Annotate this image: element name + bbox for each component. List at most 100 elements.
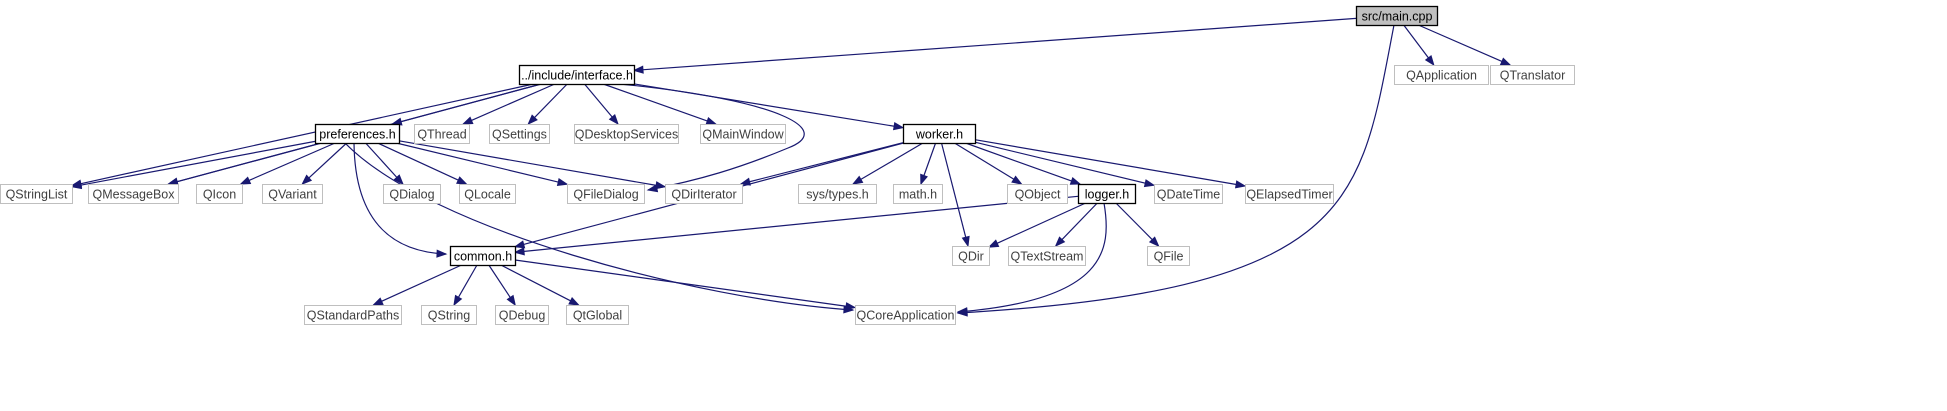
edge-line [619, 83, 805, 191]
edge-line [859, 142, 924, 181]
edge-arrowhead [956, 307, 968, 316]
edge-line [641, 17, 1357, 71]
node-label: QDesktopServices [575, 127, 679, 141]
node-qstring: QString [421, 305, 477, 325]
edge-line [247, 142, 336, 182]
edge-arrowhead [1143, 179, 1156, 188]
node-common[interactable]: common.h [449, 245, 517, 267]
node-label: QStandardPaths [307, 308, 399, 322]
node-box [1147, 246, 1190, 266]
edge-line [954, 142, 1016, 181]
node-box [855, 305, 956, 325]
node-label: ../include/interface.h [521, 68, 633, 82]
node-label: QCoreApplication [857, 308, 955, 322]
edge-logger-to-qtextstream [1054, 202, 1098, 248]
edge-interface-to-qthread [461, 83, 556, 125]
node-box [196, 184, 243, 204]
node-box [459, 184, 516, 204]
node-qdebug: QDebug [495, 305, 549, 325]
edge-arrowhead [527, 114, 538, 126]
edge-preferences-to-qfiledialog [396, 142, 569, 186]
edge-arrowhead [372, 297, 384, 306]
edge-line [79, 140, 316, 186]
edge-logger-to-qfile [1115, 202, 1160, 247]
edge-arrowhead [568, 297, 580, 306]
edge-line [307, 142, 348, 180]
edge-preferences-to-qvariant [301, 142, 348, 185]
edge-preferences-to-qlocale [377, 142, 468, 185]
node-worker[interactable]: worker.h [902, 123, 977, 145]
edge-arrowhead [453, 294, 463, 307]
node-box [414, 124, 470, 144]
edge-line [748, 142, 904, 183]
node-box [700, 124, 786, 144]
node-qtextstream: QTextStream [1008, 246, 1086, 266]
edge-worker-to-qelapsedtimer [974, 139, 1247, 189]
node-qmessagebox: QMessageBox [88, 184, 179, 204]
node-label: QtGlobal [573, 308, 622, 322]
node-label: common.h [454, 249, 512, 263]
edge-line [488, 264, 512, 299]
edge-arrowhead [739, 177, 751, 186]
node-qfile: QFile [1147, 246, 1190, 266]
edge-preferences-to-qstringlist [70, 140, 316, 190]
node-main[interactable]: src/main.cpp [1355, 5, 1439, 27]
node-systypes: sys/types.h [798, 184, 877, 204]
edge-preferences-to-qcoreapplication [344, 142, 855, 314]
edge-interface-to-qmainwindow [602, 83, 718, 125]
node-qapplication: QApplication [1394, 65, 1489, 85]
edge-arrowhead [851, 175, 864, 185]
node-box [1490, 65, 1575, 85]
node-label: QDateTime [1157, 187, 1220, 201]
node-qtglobal: QtGlobal [566, 305, 629, 325]
edge-worker-to-qdiriterator [739, 142, 904, 186]
node-label: QString [428, 308, 470, 322]
edge-arrowhead [1148, 236, 1160, 247]
node-box [1394, 65, 1489, 85]
edge-arrowhead [1424, 54, 1435, 67]
node-qdiriterator: QDirIterator [665, 184, 743, 204]
edge-line [365, 142, 398, 179]
node-label: QLocale [464, 187, 511, 201]
edge-arrowhead [632, 65, 644, 74]
edge-arrowhead [506, 294, 516, 307]
node-box [262, 184, 323, 204]
edge-line [974, 141, 1147, 184]
edge-arrowhead [705, 116, 718, 125]
edge-arrowhead [1234, 180, 1247, 189]
node-box [893, 184, 943, 204]
edge-arrowhead [1069, 176, 1082, 185]
edge-line [533, 83, 568, 119]
edge-line [602, 83, 709, 122]
node-label: QFileDialog [573, 187, 638, 201]
edge-line [500, 264, 572, 302]
node-qfiledialog: QFileDialog [567, 184, 645, 204]
edge-interface-to-qdesktopservices [584, 83, 619, 126]
node-box [798, 184, 877, 204]
node-qmainwindow: QMainWindow [700, 124, 786, 144]
edge-arrowhead [513, 240, 526, 249]
edge-preferences-to-common [353, 142, 448, 258]
node-box [88, 184, 179, 204]
edge-logger-to-common [513, 195, 1079, 256]
node-interface[interactable]: ../include/interface.h [518, 64, 636, 86]
edge-line [1403, 24, 1430, 59]
node-qdir: QDir [952, 246, 990, 266]
edge-line [79, 83, 534, 185]
node-label: QDialog [389, 187, 434, 201]
edge-common-to-qcoreapplication [514, 259, 857, 311]
edge-preferences-to-qmessagebox [167, 142, 322, 186]
edge-main-to-qapplication [1403, 24, 1435, 67]
edge-worker-to-qobject [954, 142, 1023, 185]
edge-main-to-qcoreapplication [956, 24, 1395, 317]
node-qtranslator: QTranslator [1490, 65, 1575, 85]
edge-line [957, 24, 1395, 314]
node-logger[interactable]: logger.h [1077, 183, 1137, 205]
node-box [566, 305, 629, 325]
edge-arrowhead [436, 249, 448, 258]
node-label: QIcon [203, 187, 236, 201]
edge-line [1115, 202, 1154, 241]
node-box [574, 124, 679, 144]
node-preferences[interactable]: preferences.h [314, 123, 401, 145]
